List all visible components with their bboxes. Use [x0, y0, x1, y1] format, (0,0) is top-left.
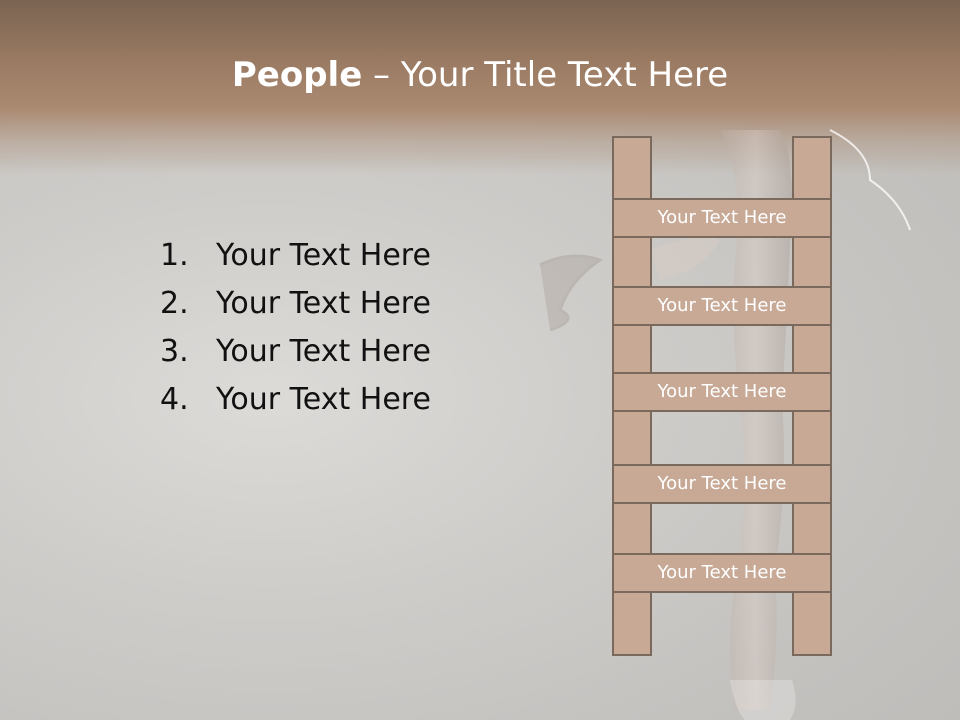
list-item-number: 1.	[160, 238, 189, 273]
list-item-number: 4.	[160, 382, 189, 417]
ladder-rung-1: Your Text Here	[612, 198, 832, 238]
list-item: 4. Your Text Here	[160, 376, 431, 424]
title-rest: – Your Title Text Here	[362, 55, 729, 95]
list-item-text: Your Text Here	[216, 382, 431, 417]
list-item: 3. Your Text Here	[160, 328, 431, 376]
slide-title: People – Your Title Text Here	[0, 52, 960, 98]
list-item-text: Your Text Here	[216, 238, 431, 273]
ladder-rung-5: Your Text Here	[612, 553, 832, 593]
list-item: 2. Your Text Here	[160, 280, 431, 328]
ladder-rung-3: Your Text Here	[612, 372, 832, 412]
list-item: 1. Your Text Here	[160, 232, 431, 280]
list-item-text: Your Text Here	[216, 334, 431, 369]
ladder-rung-4: Your Text Here	[612, 464, 832, 504]
list-item-number: 2.	[160, 286, 189, 321]
ladder-rung-2: Your Text Here	[612, 286, 832, 326]
list-item-number: 3.	[160, 334, 189, 369]
numbered-list: 1. Your Text Here 2. Your Text Here 3. Your…	[160, 232, 431, 424]
list-item-text: Your Text Here	[216, 286, 431, 321]
title-bold: People	[231, 55, 363, 95]
